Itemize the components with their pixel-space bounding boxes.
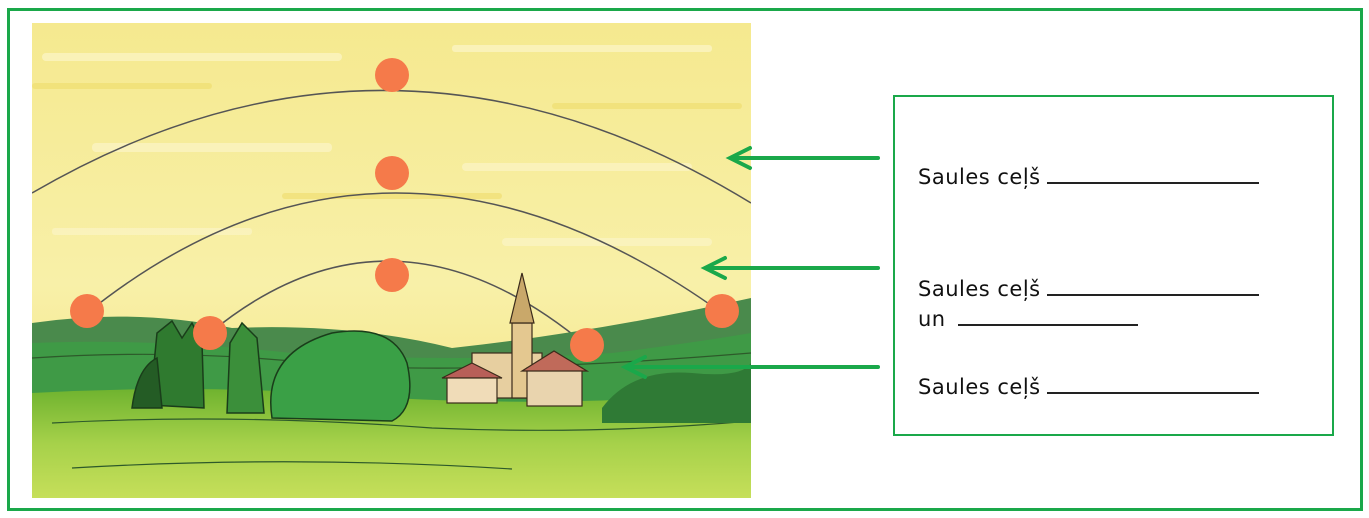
- sky-streaks: [42, 45, 712, 246]
- sun-icon: [375, 258, 409, 292]
- equinox-arc: [86, 192, 723, 314]
- answer-line-1: Saules ceļš: [918, 162, 1259, 189]
- answer-blank-3[interactable]: [1046, 372, 1259, 394]
- answer-line-2: Saules ceļš: [918, 274, 1259, 301]
- village: [441, 272, 590, 407]
- sun-icon: [375, 156, 409, 190]
- answer-label-1: Saules ceļš: [918, 165, 1041, 189]
- sun-icon: [570, 328, 604, 362]
- meadow: [32, 389, 751, 498]
- answer-label-2: Saules ceļš: [918, 277, 1041, 301]
- sun-icon: [705, 294, 739, 328]
- answer-blank-1[interactable]: [1046, 162, 1259, 184]
- answer-line-2b: un: [918, 304, 1138, 331]
- worksheet-frame: [7, 8, 1363, 511]
- answer-line-3: Saules ceļš: [918, 372, 1259, 399]
- right-bushes: [602, 363, 751, 423]
- sun-path-illustration: [32, 23, 751, 498]
- answer-box: Saules ceļš Saules ceļš un Saules ceļš: [893, 95, 1334, 436]
- answer-blank-2b[interactable]: [957, 304, 1138, 326]
- sun-icon: [375, 58, 409, 92]
- answer-label-2b: un: [918, 307, 946, 331]
- answer-label-3: Saules ceļš: [918, 375, 1041, 399]
- suns: [70, 58, 739, 362]
- trees: [131, 319, 411, 422]
- sun-icon: [70, 294, 104, 328]
- sun-icon: [193, 316, 227, 350]
- answer-blank-2[interactable]: [1046, 274, 1259, 296]
